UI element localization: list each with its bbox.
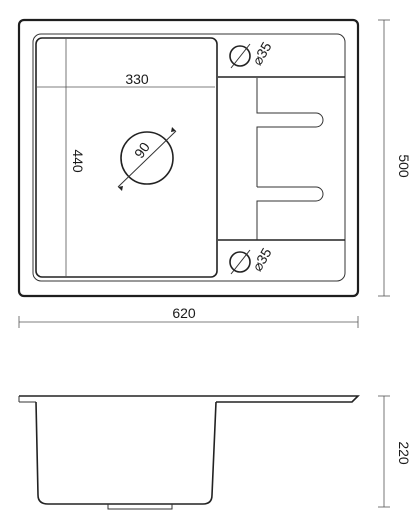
side-view (18, 395, 360, 510)
drain-outlet (107, 504, 173, 510)
overflow-hole-diameter-label: ⌀35 (249, 245, 275, 274)
bowl-height-label: 440 (70, 149, 86, 173)
depth-dimension: 220 (378, 395, 412, 508)
tap-hole-top (229, 43, 251, 69)
overall-height-label: 500 (396, 154, 412, 178)
tap-hole-diameter-label: ⌀35 (249, 39, 275, 68)
deck-profile (19, 395, 360, 403)
drain-diameter-label: 90 (131, 139, 153, 161)
bowl-width-label: 330 (125, 71, 149, 87)
overall-height-dimension: 500 (378, 19, 412, 297)
overall-width-dimension: 620 (18, 305, 359, 328)
main-bowl (35, 37, 218, 278)
depth-label: 220 (396, 441, 412, 465)
overflow-hole-bottom (229, 249, 251, 275)
sink-outer-outline (17, 18, 360, 298)
drainboard (218, 76, 345, 241)
bowl-profile (35, 401, 217, 505)
drain-hole (117, 127, 177, 191)
top-view: 330 440 90 ⌀35 ⌀35 (17, 18, 360, 298)
overall-width-label: 620 (172, 305, 196, 321)
sink-inner-rim (32, 33, 346, 282)
